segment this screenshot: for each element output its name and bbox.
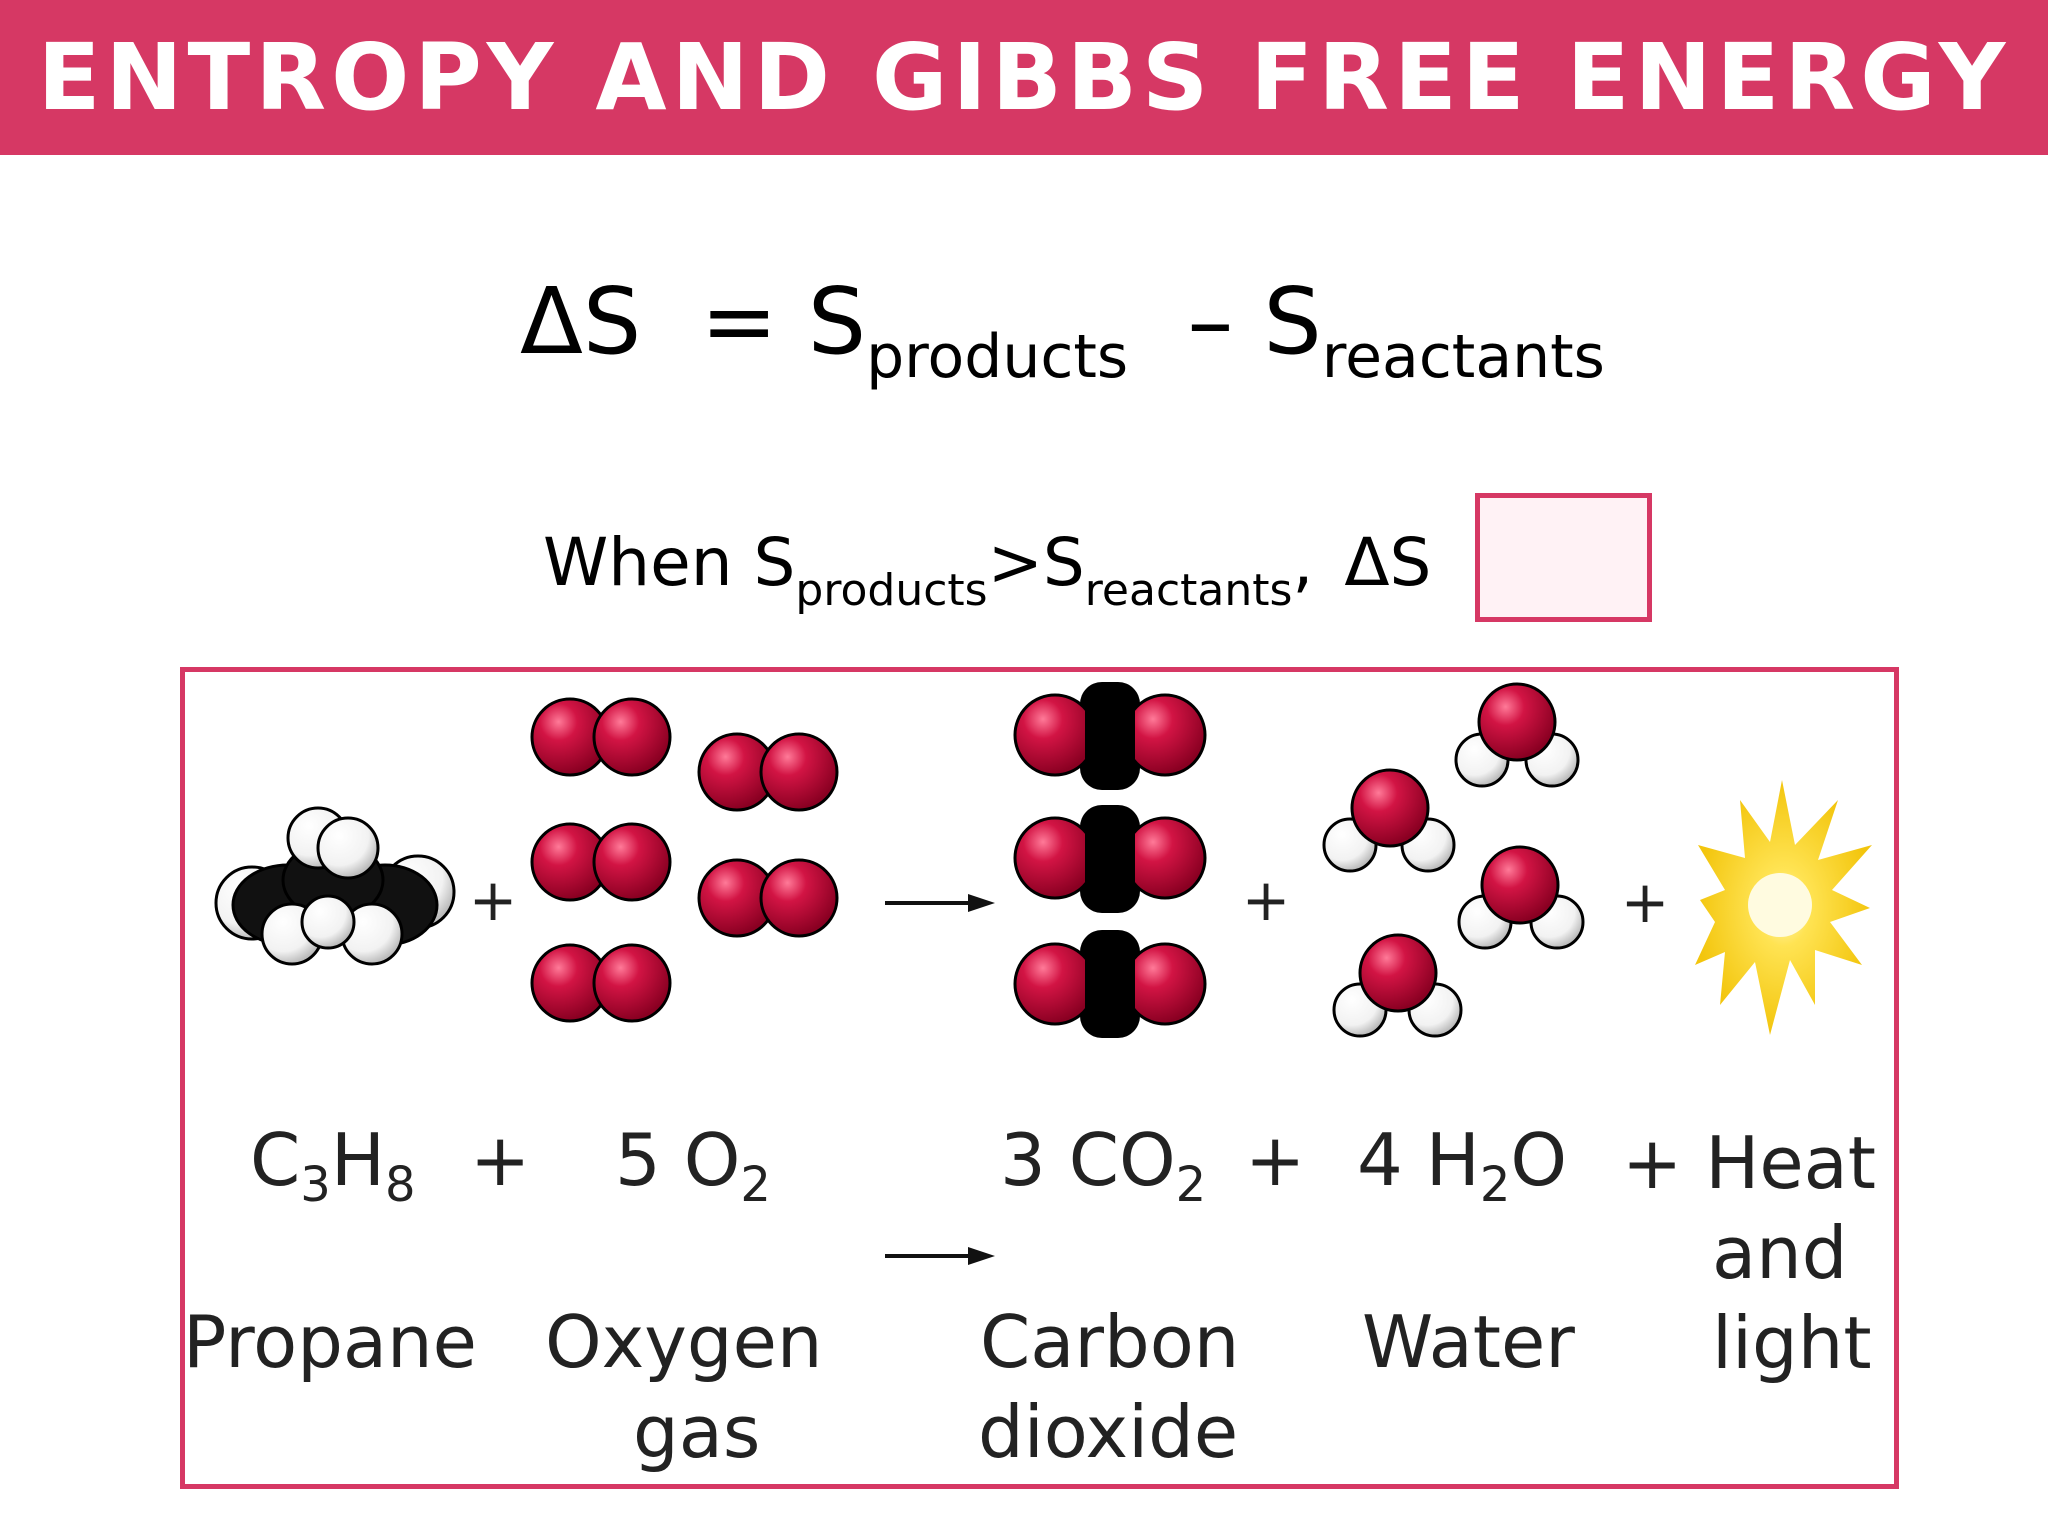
greater-than: > [987, 524, 1043, 601]
s-reactants-subscript: reactants [1321, 322, 1605, 392]
co2-molecule [1013, 805, 1207, 913]
carbon-dioxide-name-line-2: dioxide [978, 1390, 1239, 1474]
co2-molecule [1013, 930, 1207, 1038]
heat-formula: + Heat [1622, 1121, 1877, 1205]
oxygen-molecules-icon [530, 697, 839, 1023]
plus-sign-reactants: + [469, 866, 518, 934]
s-products: S [807, 268, 867, 375]
title-banner: ENTROPY AND GIBBS FREE ENERGY [0, 0, 2048, 155]
condition-s-products: S [753, 524, 796, 601]
s-reactants: S [1263, 268, 1322, 375]
o2-molecule [530, 943, 672, 1023]
plus-formula-2: + [1245, 1118, 1306, 1202]
o2-molecule [697, 858, 839, 938]
water-name: Water [1362, 1300, 1575, 1384]
plus-formula-1: + [470, 1118, 531, 1202]
reaction-frame [180, 667, 1899, 1489]
equals-sign: = [700, 268, 778, 375]
h2o-molecule [1454, 682, 1580, 788]
condition-statement: When Sproducts>Sreactants, ΔS [543, 518, 1432, 613]
answer-box[interactable] [1475, 493, 1652, 622]
propane-formula: C3H8 [250, 1118, 416, 1213]
reaction-arrow-icon [885, 894, 995, 912]
h2o-molecule [1332, 933, 1463, 1038]
propane-name: Propane [183, 1300, 477, 1384]
heat-formula-line-2: and [1712, 1211, 1848, 1295]
oxygen-name-line-2: gas [633, 1390, 761, 1474]
condition-products-subscript: products [795, 565, 988, 616]
h2o-molecule [1457, 845, 1585, 950]
heat-formula-line-3: light [1712, 1301, 1872, 1385]
water-formula: 4 H2O [1357, 1118, 1568, 1213]
co2-molecule [1013, 682, 1207, 790]
carbon-dioxide-molecules-icon [1013, 682, 1207, 1038]
s-products-subscript: products [866, 322, 1129, 392]
carbon-dioxide-name-line-1: Carbon [980, 1300, 1240, 1384]
plus-sign-products-1: + [1242, 866, 1291, 934]
heat-light-burst-icon [1695, 780, 1872, 1035]
h2o-molecule [1322, 768, 1456, 873]
oxygen-name-line-1: Oxygen [545, 1300, 823, 1384]
carbon-dioxide-formula: 3 CO2 [1000, 1118, 1207, 1213]
oxygen-formula: 5 O2 [615, 1118, 771, 1213]
propane-molecule-icon [214, 806, 456, 966]
condition-delta-s: ΔS [1344, 524, 1432, 601]
reaction-arrow-bottom-icon [885, 1247, 995, 1265]
condition-s-reactants: S [1042, 524, 1085, 601]
o2-molecule [530, 822, 672, 902]
o2-molecule [697, 732, 839, 812]
minus-sign: – [1187, 268, 1234, 375]
plus-sign-products-2: + [1621, 868, 1670, 936]
when-word: When [543, 524, 733, 601]
entropy-equation: ΔS =Sproducts –Sreactants [520, 262, 1605, 387]
comma: , [1292, 524, 1314, 601]
delta-s: ΔS [520, 268, 642, 375]
condition-reactants-subscript: reactants [1084, 565, 1293, 616]
page-title: ENTROPY AND GIBBS FREE ENERGY [37, 24, 2011, 131]
water-molecules-icon [1322, 682, 1585, 1038]
o2-molecule [530, 697, 672, 777]
